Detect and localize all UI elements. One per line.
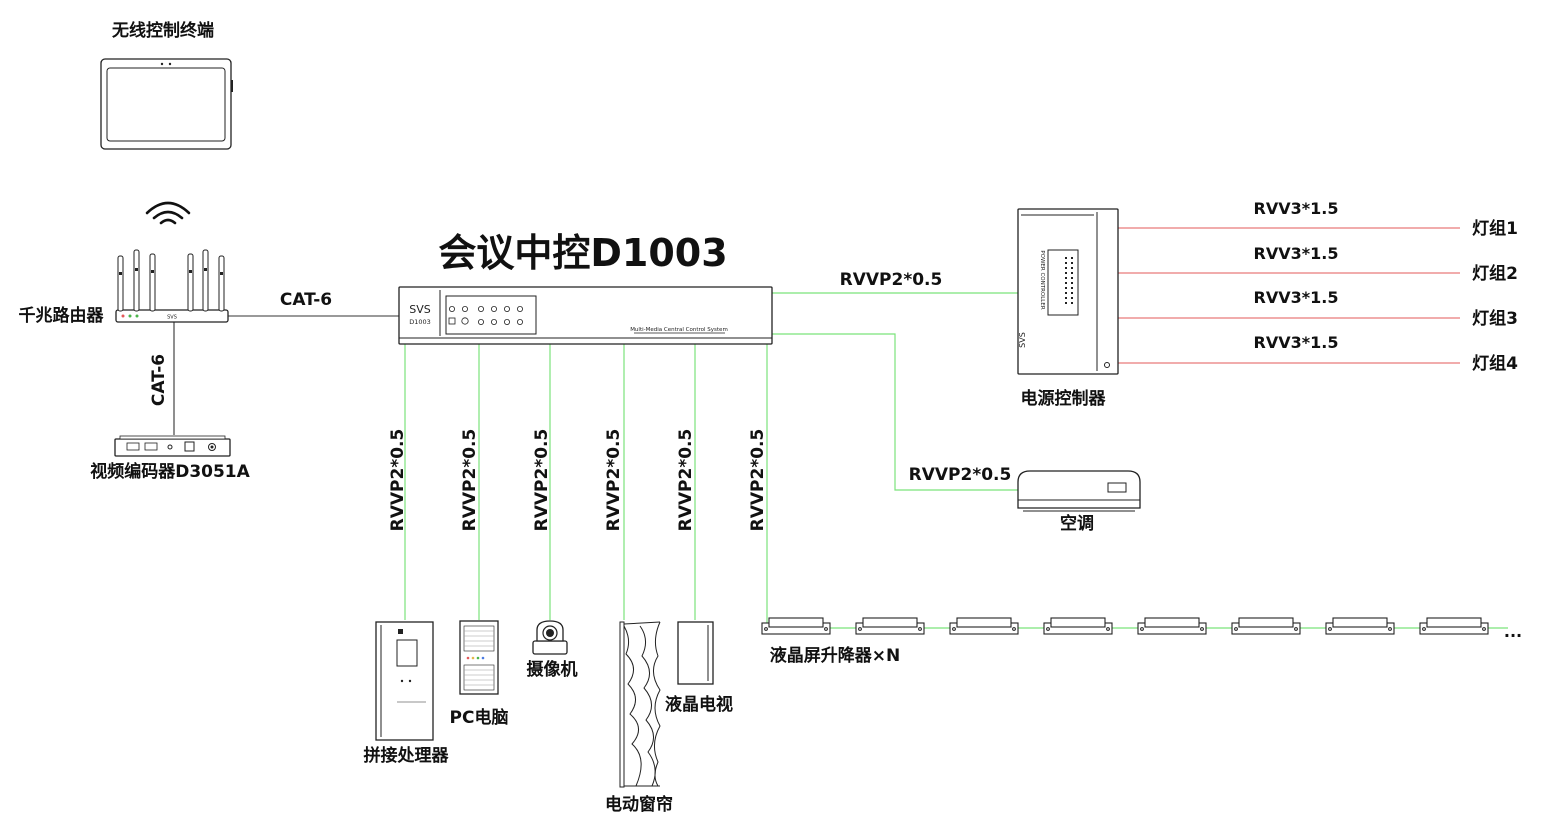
lifter-device [1043,617,1113,635]
encoder-label: 视频编码器D3051A [90,461,250,482]
lamp-group-4-label: 灯组4 [1472,353,1518,374]
splicer-device [375,621,434,741]
lifter-device [761,617,831,635]
central-system-name: Multi-Media Central Control System [630,327,728,333]
pc-label: PC电脑 [450,707,509,728]
lifter-label: 液晶屏升降器×N [770,645,900,666]
cable-label-lamp-4: RVV3*1.5 [1254,333,1339,352]
pc-device [459,620,499,695]
cable-label-drop-6: RVVP2*0.5 [748,429,768,532]
power-controller-device [1017,208,1119,375]
encoder-device [114,435,231,457]
lifter-device [1325,617,1395,635]
lifter-ellipsis: ... [1504,622,1522,641]
power-controller-label: 电源控制器 [1021,388,1107,409]
lifter-row [761,617,1489,635]
central-brand: SVS [409,303,431,316]
camera-device [532,620,568,655]
lamp-group-2-label: 灯组2 [1472,263,1518,284]
lamp-group-1-label: 灯组1 [1472,218,1518,239]
aircon-label: 空调 [1060,513,1094,534]
curtain-label: 电动窗帘 [605,794,673,815]
central-model: D1003 [409,318,431,326]
lifter-device [1231,617,1301,635]
aircon-device [1017,470,1141,512]
tv-device [677,621,714,685]
cable-label-router-encoder: CAT-6 [149,354,169,406]
central-title: 会议中控D1003 [438,231,727,275]
cable-label-lamp-2: RVV3*1.5 [1254,244,1339,263]
svg-text:SVS: SVS [167,315,177,321]
cable-label-router-central: CAT-6 [280,290,332,310]
lamp-group-3-label: 灯组3 [1472,308,1518,329]
power-panel-caption: POWER CONTROLLER [1039,250,1045,310]
router-label: 千兆路由器 [19,305,105,326]
cable-label-drop-1: RVVP2*0.5 [388,429,408,532]
tablet-device [100,58,233,150]
line-central-aircon [772,333,1018,491]
lifter-device [855,617,925,635]
central-controller-device [398,286,773,345]
power-panel-brand: SVS [1018,332,1027,348]
tablet-label: 无线控制终端 [111,20,214,41]
camera-label: 摄像机 [527,659,578,680]
router-device: SVS [115,249,229,323]
lifter-device [949,617,1019,635]
cable-label-central-aircon: RVVP2*0.5 [909,465,1012,485]
splicer-label: 拼接处理器 [364,745,450,766]
wifi-icon [145,201,191,225]
cable-label-drop-5: RVVP2*0.5 [676,429,696,532]
cable-label-drop-3: RVVP2*0.5 [532,429,552,532]
cable-label-central-power: RVVP2*0.5 [840,270,943,290]
lifter-device [1419,617,1489,635]
cable-label-drop-2: RVVP2*0.5 [460,429,480,532]
curtain-device [619,621,661,788]
lifter-device [1137,617,1207,635]
cable-label-lamp-1: RVV3*1.5 [1254,199,1339,218]
tv-label: 液晶电视 [665,694,733,715]
cable-label-lamp-3: RVV3*1.5 [1254,288,1339,307]
cable-label-drop-4: RVVP2*0.5 [604,429,624,532]
